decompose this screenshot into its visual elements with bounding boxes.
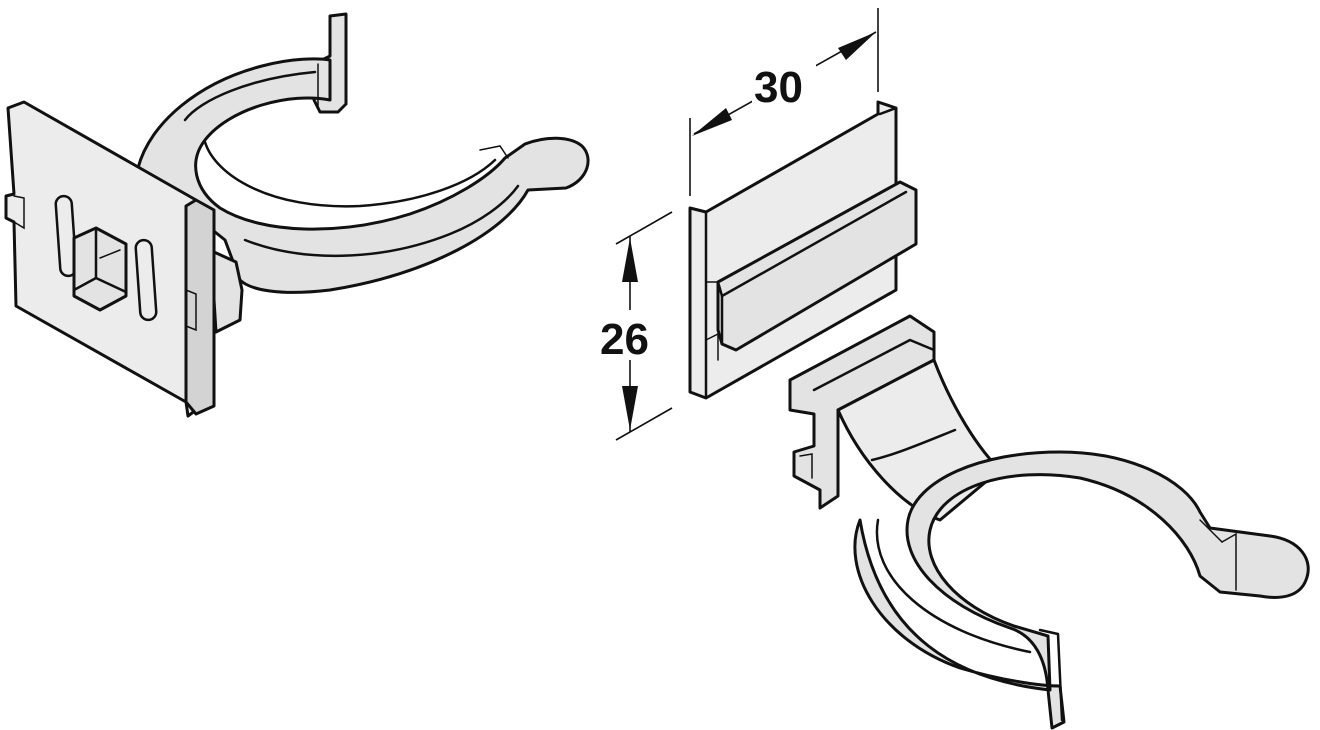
width-arrow-right bbox=[838, 32, 876, 60]
width-arrow-left bbox=[692, 108, 732, 136]
width-label: 30 bbox=[754, 63, 803, 112]
mounting-plate bbox=[688, 100, 918, 400]
height-arrow-top bbox=[622, 238, 638, 282]
assembled-clip-ring bbox=[136, 12, 590, 294]
assembled-plinth-clip bbox=[4, 12, 590, 418]
height-dimension: 26 bbox=[598, 211, 673, 441]
width-dimension: 30 bbox=[689, 8, 879, 196]
height-arrow-bottom bbox=[622, 386, 638, 430]
assembled-mounting-plate bbox=[4, 100, 244, 418]
height-label: 26 bbox=[600, 315, 649, 364]
plinth-clip bbox=[788, 314, 1310, 730]
